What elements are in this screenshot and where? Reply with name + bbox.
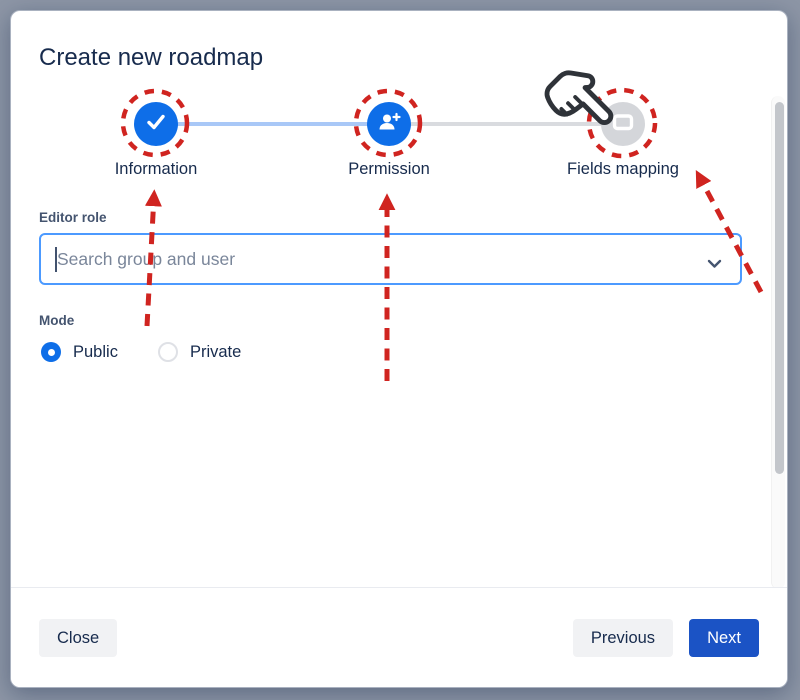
step-information-label: Information bbox=[114, 160, 198, 178]
step-information-circle[interactable] bbox=[134, 102, 178, 146]
step-fields-mapping-circle[interactable] bbox=[601, 102, 645, 146]
mode-radio-group: Public Private bbox=[41, 342, 241, 362]
card-icon bbox=[610, 109, 636, 140]
editor-role-combobox bbox=[39, 233, 742, 285]
step-permission-label: Permission bbox=[348, 160, 430, 178]
close-button[interactable]: Close bbox=[39, 619, 118, 657]
modal-footer: Close Previous Next bbox=[11, 587, 787, 687]
chevron-down-icon[interactable] bbox=[707, 256, 722, 274]
text-cursor bbox=[55, 247, 57, 272]
create-roadmap-modal: Create new roadmap Information P bbox=[10, 10, 788, 688]
stepper-connector-upcoming bbox=[389, 122, 623, 126]
radio-private[interactable]: Private bbox=[157, 342, 242, 362]
stepper-connector-completed bbox=[156, 122, 389, 126]
step-permission-circle[interactable] bbox=[367, 102, 411, 146]
radio-public[interactable]: Public bbox=[41, 342, 118, 362]
editor-role-search-input[interactable] bbox=[41, 235, 740, 283]
previous-button[interactable]: Previous bbox=[572, 619, 674, 657]
radio-selected-icon[interactable] bbox=[41, 342, 61, 362]
scrollbar-track[interactable] bbox=[771, 96, 785, 589]
modal-title: Create new roadmap bbox=[39, 44, 264, 71]
footer-actions: Previous Next bbox=[572, 619, 759, 657]
next-button[interactable]: Next bbox=[689, 619, 759, 657]
user-add-icon bbox=[376, 109, 402, 140]
check-icon bbox=[143, 109, 169, 140]
mode-label: Mode bbox=[39, 313, 75, 328]
radio-public-label: Public bbox=[73, 342, 118, 361]
editor-role-label: Editor role bbox=[39, 210, 107, 225]
step-fields-mapping-label: Fields mapping bbox=[567, 160, 679, 178]
scrollbar-thumb[interactable] bbox=[774, 102, 784, 474]
radio-unselected-icon[interactable] bbox=[157, 342, 178, 362]
radio-private-label: Private bbox=[189, 342, 242, 361]
